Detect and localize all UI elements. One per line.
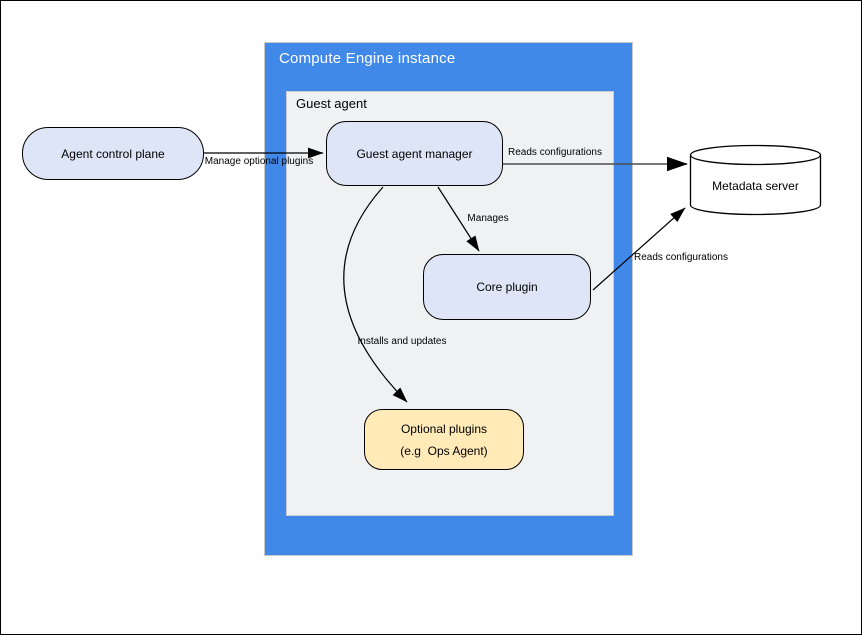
- edge-label-manages: Manages: [467, 213, 509, 224]
- database-cylinder-icon: [689, 144, 822, 216]
- edge-label-reads-configurations-manager: Reads configurations: [508, 147, 602, 158]
- node-core-plugin-label: Core plugin: [476, 280, 538, 294]
- node-guest-agent-manager: Guest agent manager: [326, 121, 503, 186]
- guest-agent-title: Guest agent: [296, 96, 367, 111]
- node-core-plugin: Core plugin: [423, 254, 591, 320]
- edge-label-reads-configurations-core: Reads configurations: [634, 252, 728, 263]
- compute-engine-title: Compute Engine instance: [279, 50, 456, 67]
- edge-label-manage-optional-plugins: Manage optional plugins: [204, 156, 314, 167]
- node-agent-control-plane: Agent control plane: [22, 127, 204, 180]
- node-optional-plugins-label-line1: Optional plugins: [400, 421, 488, 436]
- edge-label-installs-and-updates: Installs and updates: [357, 336, 447, 347]
- node-metadata-server: Metadata server: [689, 144, 822, 216]
- node-optional-plugins-label-line2: (e.g Ops Agent): [400, 443, 488, 458]
- node-metadata-server-label: Metadata server: [712, 179, 799, 193]
- node-agent-control-plane-label: Agent control plane: [61, 146, 165, 161]
- node-guest-agent-manager-label: Guest agent manager: [356, 146, 473, 161]
- node-optional-plugins: Optional plugins (e.g Ops Agent): [364, 409, 524, 470]
